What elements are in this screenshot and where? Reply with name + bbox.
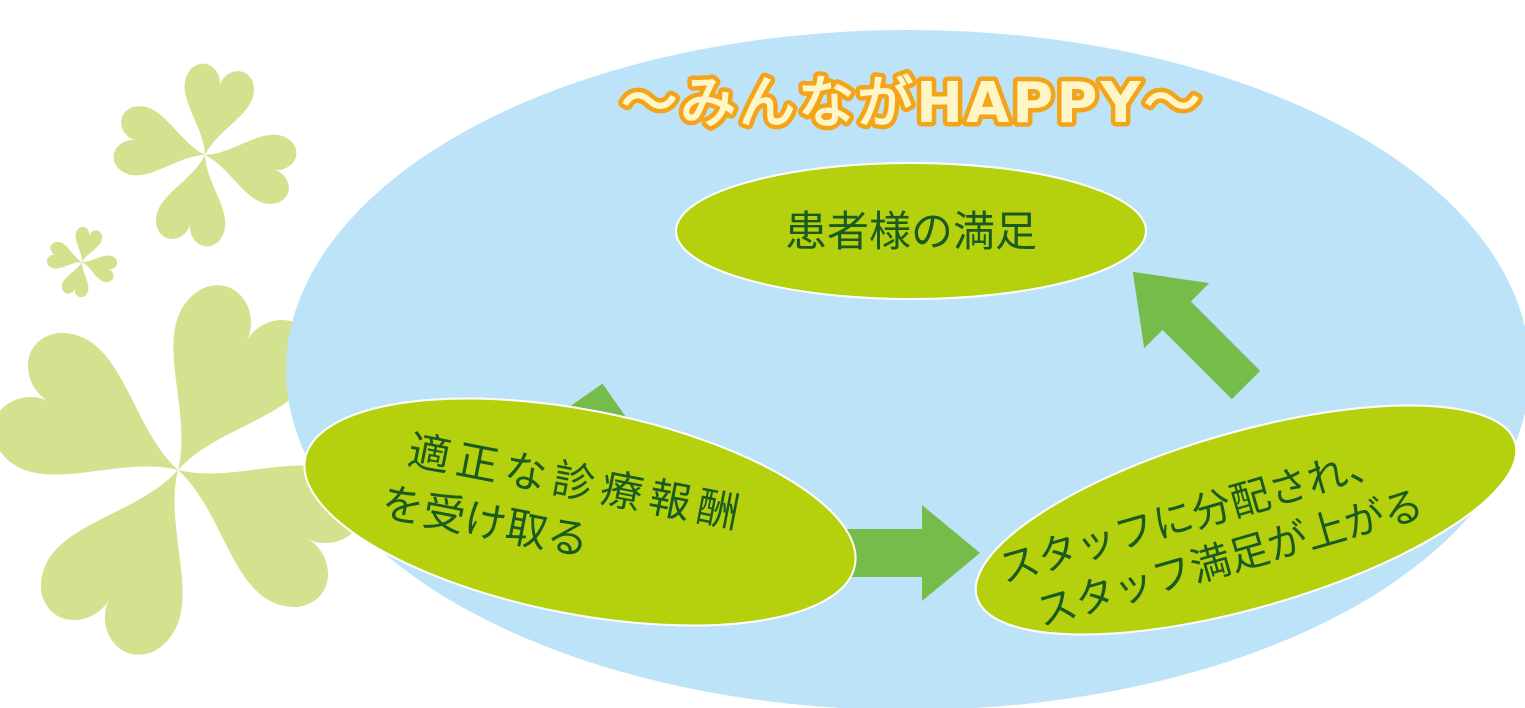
node-staff-satisfaction: スタッフに分配され、 スタッフ満足が上がる [974, 404, 1518, 636]
clover-medium-icon [99, 49, 311, 261]
arrow-left-to-right [830, 505, 980, 601]
arrow-right-to-top [1132, 271, 1261, 400]
node-top-label: 患者様の満足 [785, 207, 1037, 256]
diagram-title: ～みんながHAPPY～ [621, 71, 1203, 136]
node-patient-satisfaction: 患者様の満足 [675, 162, 1147, 300]
clover-small-icon [39, 219, 125, 305]
node-fair-medical-fee: 適正な診療報酬 を受け取る [303, 397, 857, 627]
